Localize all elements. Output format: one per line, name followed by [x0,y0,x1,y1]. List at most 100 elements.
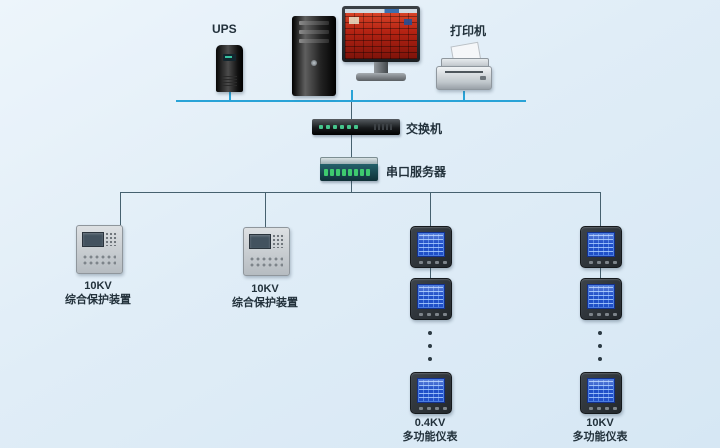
pc-drive-bay [299,30,329,34]
ups-vent-grille [222,76,237,86]
switch-port-led [326,125,330,129]
protection-device-2-voltage: 10KV [251,283,279,295]
switch-to-server-line [351,135,352,157]
meter-buttons [419,407,447,410]
switch-vent [374,124,394,130]
monitor-screen-window [349,17,359,24]
protection-device-1-name: 综合保护装置 [65,294,131,306]
meter-lcd-screen [417,284,445,309]
monitor-stand-neck [374,62,388,73]
meter-lcd-screen [587,232,615,257]
server-to-distribution-line [351,181,352,192]
meter-buttons [419,261,447,264]
protection-device-1 [76,225,123,274]
protection-device-buttons [82,254,116,267]
meter-lcd-screen [417,378,445,403]
meter-column-2-name: 多功能仪表 [572,431,628,443]
protection-device-2-label: 10KV 综合保护装置 [215,282,315,310]
protection-device-1-label: 10KV 综合保护装置 [48,279,148,307]
distribution-bus-line [120,192,601,193]
protection-device-keypad [105,232,118,246]
bus-to-switch-line [351,102,352,119]
serial-port [348,169,352,176]
ellipsis-dot [428,331,432,335]
switch-port-led [340,125,344,129]
drop-line-protection-2 [265,192,266,227]
power-meter [580,278,622,320]
meter-column-1-label: 0.4KV 多功能仪表 [380,416,480,444]
switch-port-led [319,125,323,129]
pc-power-button [311,60,317,66]
protection-device-screen [82,232,104,247]
meter-buttons [589,407,617,410]
monitor-stand-base [356,73,406,81]
serial-server-front [320,164,378,181]
meter-lcd-screen [417,232,445,257]
protection-device-screen [249,234,271,249]
meter-column-2-label: 10KV 多功能仪表 [550,416,650,444]
serial-server-top [320,157,378,164]
serial-server-label: 串口服务器 [386,165,447,179]
meter-column-1-name: 多功能仪表 [402,431,458,443]
monitor-screen-titlebar [345,9,417,13]
switch-label: 交换机 [406,122,443,136]
meter-buttons [419,313,447,316]
switch-ports [319,125,358,129]
power-meter [410,278,452,320]
meter-column-1-voltage: 0.4KV [414,417,446,429]
meter-column-2-voltage: 10KV [586,417,614,429]
protection-device-buttons [249,256,283,269]
serial-port [360,169,364,176]
workstation-connector-line [351,90,353,100]
ellipsis-dot [598,357,602,361]
meter-lcd-screen [587,378,615,403]
pc-tower [292,16,336,96]
ellipsis-dot [428,344,432,348]
switch-port-led [333,125,337,129]
meter-buttons [589,313,617,316]
monitor [342,6,420,62]
serial-port-server [320,157,378,181]
power-meter [410,372,452,414]
ellipsis-dot [598,331,602,335]
meter-buttons [589,261,617,264]
ups-label: UPS [212,22,237,36]
monitor-screen-dialog [404,19,412,25]
meter-link-line-col-1 [430,266,431,278]
printer-output-slot [445,71,483,73]
ellipsis-dot [428,357,432,361]
protection-device-1-voltage: 10KV [84,280,112,292]
drop-line-protection-1 [120,192,121,225]
serial-port [342,169,346,176]
power-meter [580,372,622,414]
serial-port [366,169,370,176]
switch-port-led [354,125,358,129]
printer-connector-line [463,91,465,100]
switch-port-led [347,125,351,129]
ellipsis-dot [598,344,602,348]
meter-lcd-screen [587,284,615,309]
serial-port [354,169,358,176]
protection-device-2-name: 综合保护装置 [232,297,298,309]
power-meter [410,226,452,268]
ethernet-bus-line [176,100,526,102]
protection-device-2 [243,227,290,276]
pc-drive-bay [299,21,329,25]
power-meter [580,226,622,268]
ups-status-led [225,56,232,58]
ups-connector-line [229,91,231,100]
monitor-screen [345,9,417,59]
printer-body [436,66,492,90]
serial-port [330,169,334,176]
network-switch [312,119,400,135]
serial-port [324,169,328,176]
drop-line-meter-col-1 [430,192,431,226]
printer-button [480,76,486,80]
serial-port [336,169,340,176]
drop-line-meter-col-2 [600,192,601,226]
protection-device-keypad [272,234,285,248]
meter-link-line-col-2 [600,266,601,278]
printer-label: 打印机 [450,24,487,38]
printer [436,41,492,90]
